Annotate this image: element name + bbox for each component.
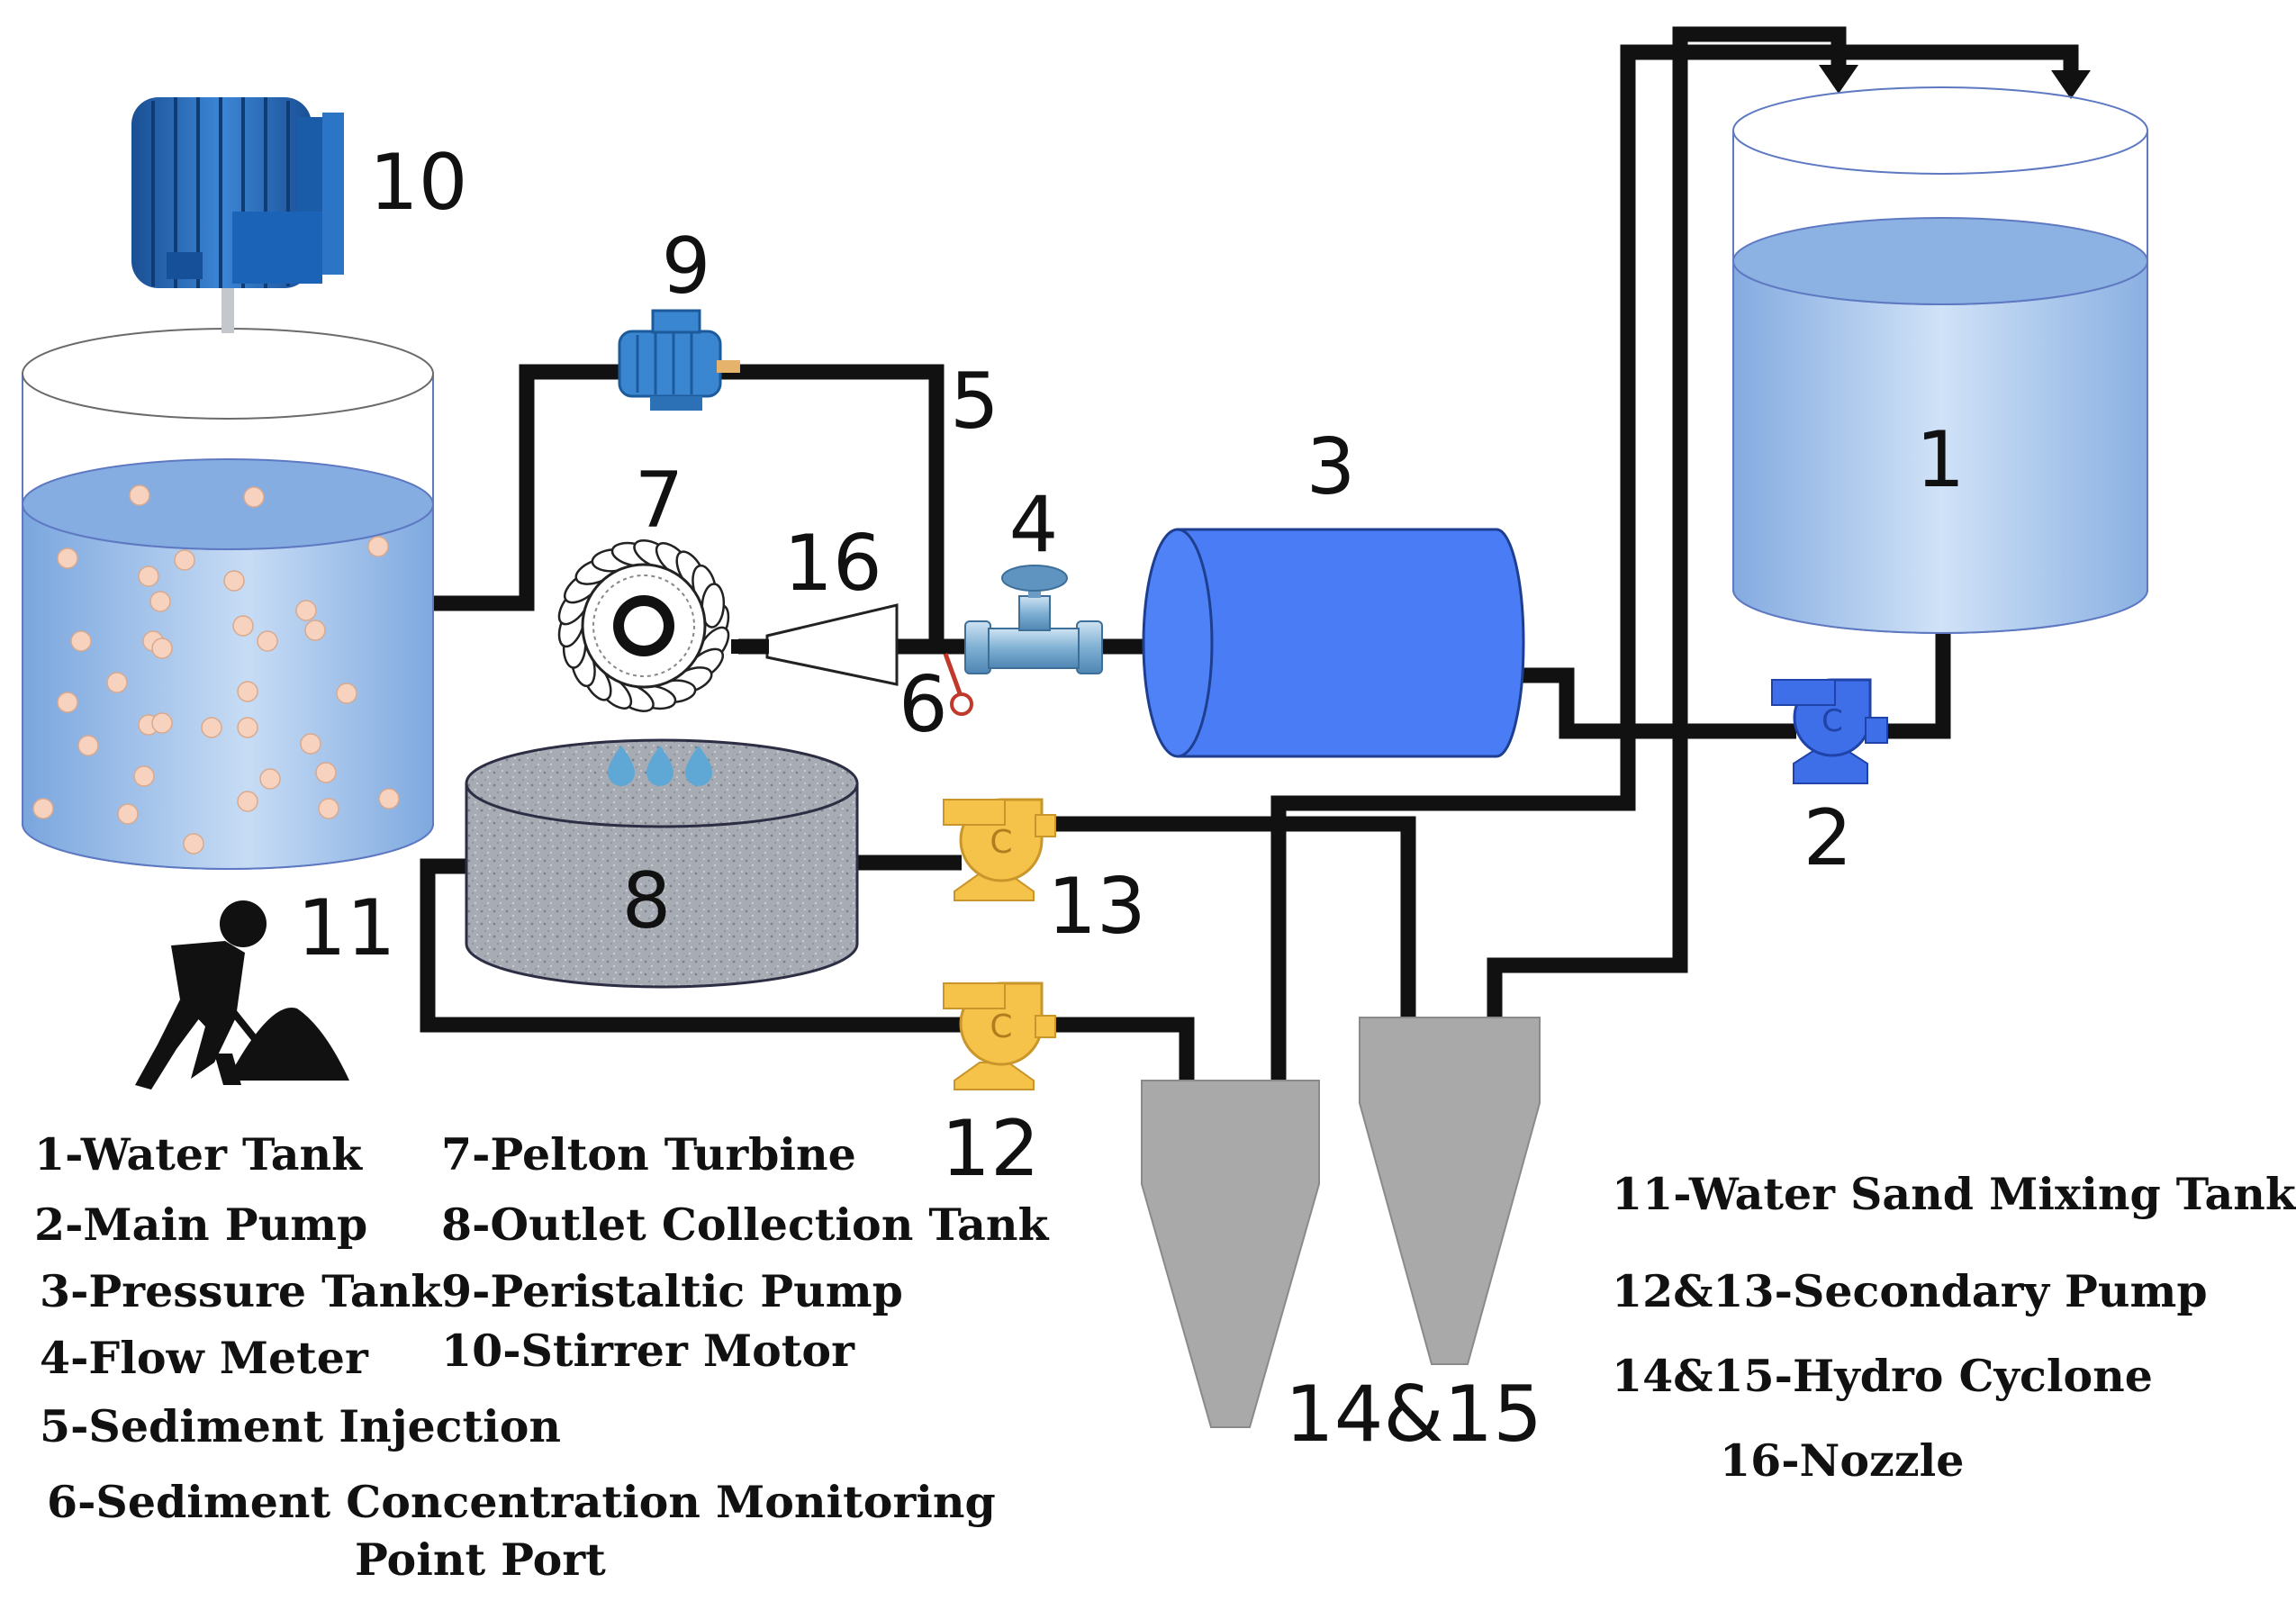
stirrer-motor-icon: 10	[131, 97, 467, 333]
sand-particle	[106, 672, 128, 693]
label-secondary-pump-13: 13	[1047, 862, 1145, 952]
sand-particle	[318, 798, 339, 819]
label-nozzle: 16	[783, 519, 881, 609]
label-secondary-pump-12: 12	[941, 1104, 1039, 1194]
legend-item-sediment-injection: 5-Sediment Injection	[40, 1400, 562, 1452]
label-stirrer-motor: 10	[369, 138, 467, 228]
label-flow-meter: 4	[1009, 480, 1059, 570]
sand-particle	[237, 791, 258, 812]
sand-particle	[151, 638, 173, 659]
sand-particle	[237, 681, 258, 702]
legend-item-pressure-tank: 3-Pressure Tank	[40, 1265, 442, 1317]
legend-item-monitoring-port: 6-Sediment Concentration Monitoring	[47, 1476, 996, 1528]
label-pressure-tank: 3	[1306, 422, 1356, 512]
monitoring-port-icon: 6	[899, 653, 973, 750]
sand-particle	[378, 788, 400, 810]
sand-particle	[138, 565, 159, 587]
hydro-cyclone-icon: 14&15	[1141, 1017, 1542, 1460]
label-outlet-tank: 8	[622, 856, 672, 946]
sand-particle	[32, 798, 54, 819]
legend-item-mixing-tank: 11-Water Sand Mixing Tank	[1612, 1168, 2296, 1220]
sand-particle	[223, 570, 245, 592]
sand-particle	[259, 768, 281, 790]
nozzle-icon: 16	[731, 519, 899, 686]
legend-item-main-pump: 2-Main Pump	[34, 1198, 368, 1251]
label-water-tank: 1	[1916, 415, 1966, 505]
sand-particle	[133, 765, 155, 787]
worker-shoveling-icon: 11	[135, 883, 395, 1090]
legend-item-peristaltic-pump: 9-Peristaltic Pump	[441, 1265, 903, 1317]
flow-meter-valve-icon: 4	[964, 480, 1103, 674]
water-drops-icon	[608, 746, 712, 786]
pipe-network	[420, 26, 2091, 1081]
svg-text:C: C	[990, 1009, 1012, 1045]
svg-text:C: C	[1821, 703, 1843, 739]
mixing-tank	[22, 328, 434, 870]
sand-particle	[304, 620, 326, 641]
sand-particle	[117, 803, 139, 825]
sand-particle	[237, 717, 258, 738]
svg-text:C: C	[990, 824, 1012, 861]
pressure-tank: 3	[1142, 422, 1525, 758]
pelton-wheel-icon: 7	[557, 456, 730, 712]
main-pump: C 2	[1771, 678, 1888, 883]
legend-item-monitoring-port-cont: Point Port	[355, 1533, 606, 1586]
sand-particle	[129, 484, 150, 506]
label-pelton-turbine: 7	[635, 456, 684, 546]
sand-particle	[243, 486, 265, 508]
legend-item-stirrer-motor: 10-Stirrer Motor	[441, 1325, 854, 1377]
legend-item-outlet-tank: 8-Outlet Collection Tank	[441, 1198, 1049, 1251]
sand-particle	[257, 630, 278, 652]
sand-particle	[201, 717, 222, 738]
sand-particle	[232, 615, 254, 637]
legend-item-flow-meter: 4-Flow Meter	[40, 1332, 368, 1384]
secondary-pump-13: C 13	[943, 798, 1146, 952]
sand-particle	[149, 591, 171, 612]
label-monitoring-port: 6	[899, 660, 948, 750]
sand-particle	[57, 547, 78, 569]
sand-particle	[295, 600, 317, 621]
legend-item-water-tank: 1-Water Tank	[34, 1128, 363, 1180]
label-sediment-injection: 5	[950, 357, 999, 447]
sand-particle	[174, 549, 195, 571]
secondary-pump-12: C 12	[941, 981, 1056, 1194]
sand-particle	[367, 536, 389, 557]
sand-particle	[315, 762, 337, 783]
sand-particle	[300, 733, 321, 755]
sand-particle	[183, 833, 204, 855]
label-peristaltic-pump: 9	[662, 222, 711, 312]
outlet-tank: 8	[465, 738, 859, 989]
legend-item-secondary-pump: 12&13-Secondary Pump	[1612, 1265, 2208, 1317]
sand-particle	[77, 735, 99, 756]
legend-item-hydro-cyclone: 14&15-Hydro Cyclone	[1612, 1350, 2153, 1402]
sand-particle	[70, 630, 92, 652]
label-main-pump: 2	[1803, 793, 1853, 883]
peristaltic-pump-icon: 9	[618, 222, 740, 411]
sand-particle	[151, 712, 173, 734]
legend-item-nozzle: 16-Nozzle	[1720, 1434, 1965, 1487]
sand-particles	[32, 484, 400, 855]
label-mixing-tank: 11	[297, 883, 395, 973]
test-rig-schematic: 1 10	[22, 26, 2148, 1460]
sand-particle	[336, 683, 357, 704]
legend-item-pelton-turbine: 7-Pelton Turbine	[441, 1128, 856, 1180]
sand-particle	[57, 692, 78, 713]
label-hydro-cyclones: 14&15	[1285, 1370, 1542, 1460]
water-tank: 1	[1732, 86, 2148, 634]
